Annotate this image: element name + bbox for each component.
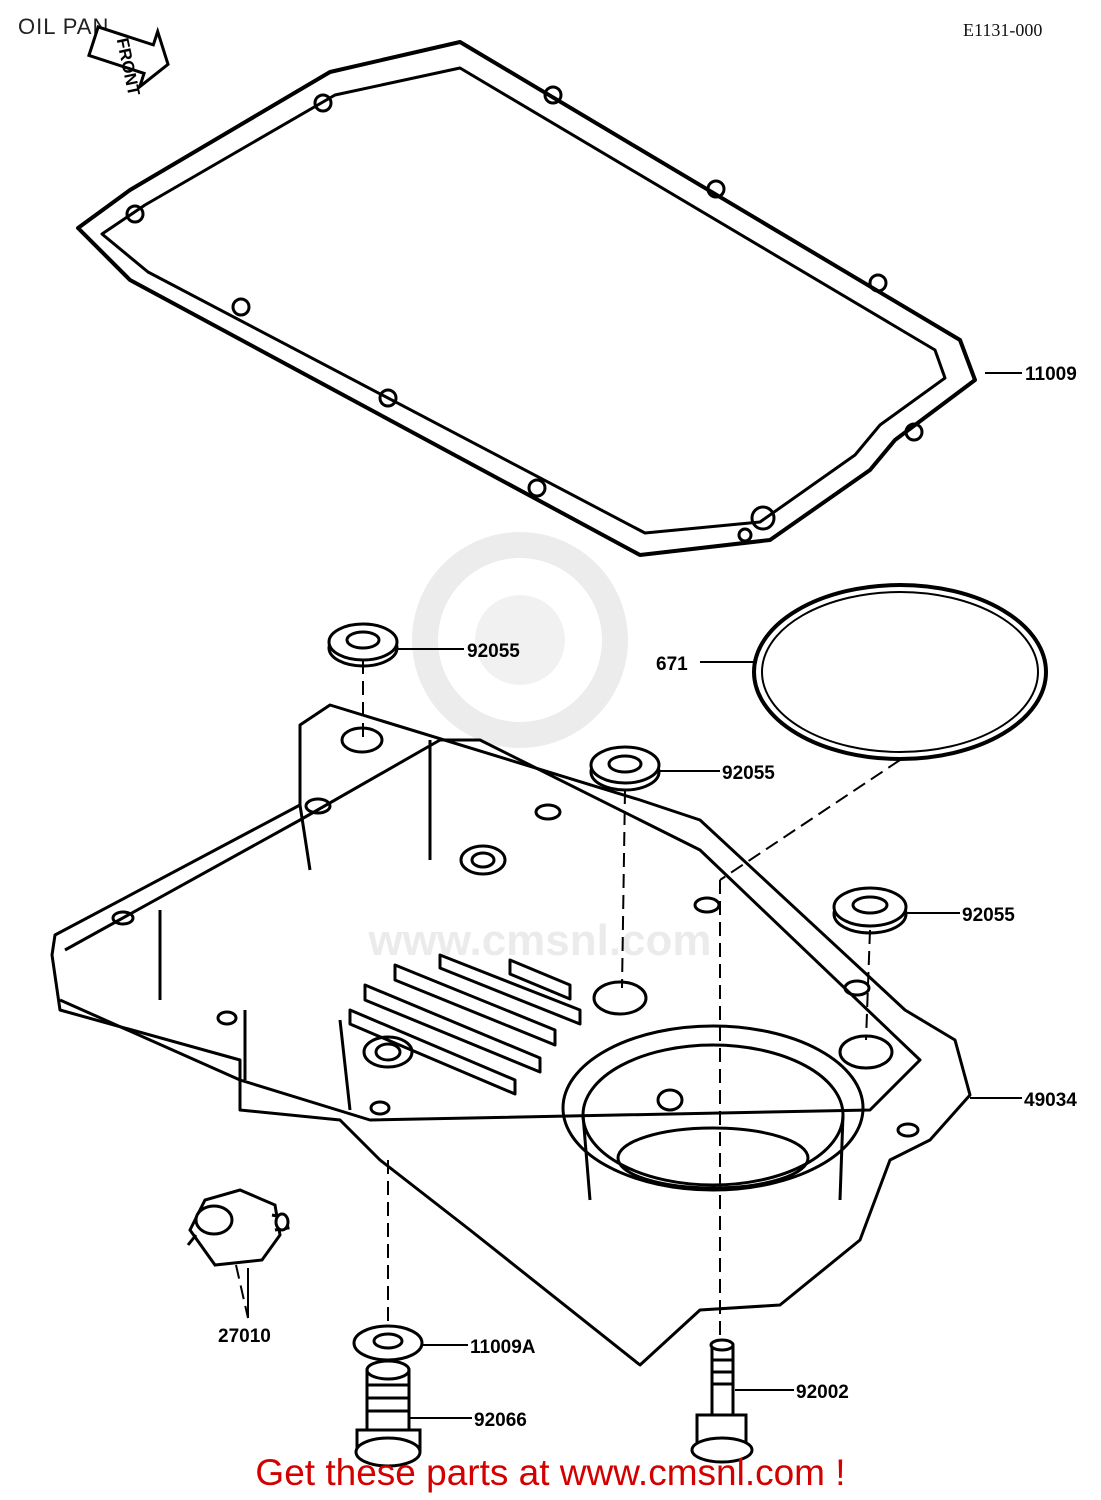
washer-92055-right <box>832 886 908 935</box>
washer-92055-top-left <box>327 622 399 668</box>
gasket-11009 <box>76 40 977 557</box>
label-part-92055-center: 92055 <box>722 763 775 784</box>
label-part-11009: 11009 <box>1025 364 1077 385</box>
washer-92055-center <box>589 745 661 792</box>
drawing-code: E1131-000 <box>963 20 1043 40</box>
drain-washer-11009A <box>352 1324 424 1362</box>
watermark-text: www.cmsnl.com <box>367 916 711 965</box>
o-ring-671 <box>752 583 1048 761</box>
pan-bolt-92002 <box>690 1338 754 1464</box>
drain-plug-92066 <box>354 1359 422 1468</box>
label-part-92055-top-left: 92055 <box>467 641 520 662</box>
label-part-671: 671 <box>656 654 688 675</box>
assembly-guide-lines <box>235 660 901 1340</box>
page-title: OIL PAN <box>18 14 110 39</box>
label-part-11009A: 11009A <box>470 1337 536 1358</box>
oil-pressure-switch-27010 <box>186 1188 290 1267</box>
footer-promo-link[interactable]: Get these parts at www.cmsnl.com ! <box>255 1452 846 1493</box>
label-part-92055-right: 92055 <box>962 905 1015 926</box>
label-part-92002: 92002 <box>796 1382 849 1403</box>
label-part-27010: 27010 <box>218 1326 271 1347</box>
watermark: www.cmsnl.com <box>367 532 712 965</box>
oil-pan-49034 <box>50 703 972 1367</box>
part-number-labels: 11009 671 92055 92055 92055 49034 27010 … <box>218 364 1077 1431</box>
label-part-92066: 92066 <box>474 1410 527 1431</box>
label-part-49034: 49034 <box>1024 1090 1077 1111</box>
front-arrow-icon: FRONT <box>87 25 170 98</box>
leader-lines <box>247 372 1022 1419</box>
